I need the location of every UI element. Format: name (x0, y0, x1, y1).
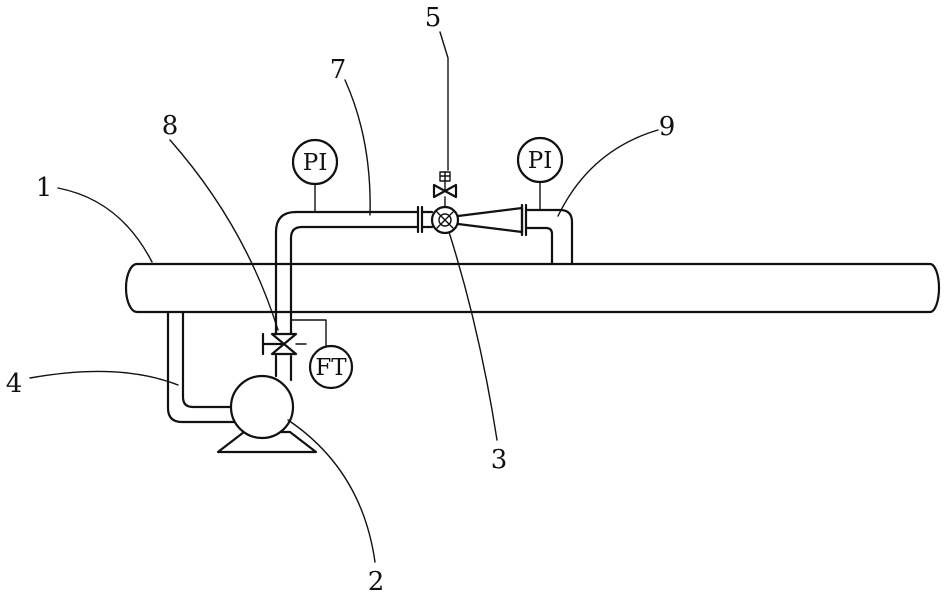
label-2: 2 (368, 567, 385, 595)
label-1: 1 (36, 173, 53, 203)
label-8: 8 (162, 111, 179, 141)
valve-8 (261, 319, 327, 356)
main-pipe (124, 262, 941, 314)
pressure-indicator-right-label: PI (528, 148, 553, 174)
pressure-indicator-right: PI (516, 136, 564, 211)
return-pipe (524, 208, 574, 266)
ejector (416, 203, 528, 237)
label-3: 3 (491, 445, 508, 475)
control-valve-5 (432, 171, 458, 208)
pressure-indicator-left: PI (291, 138, 339, 213)
discharge-riser (274, 210, 420, 336)
label-4: 4 (6, 369, 23, 399)
flow-transmitter-label: FT (315, 355, 347, 381)
leader-lines (29, 31, 659, 563)
pressure-indicator-left-label: PI (303, 150, 328, 176)
suction-line (166, 310, 240, 424)
label-5: 5 (425, 3, 442, 33)
label-7: 7 (330, 55, 347, 85)
label-9: 9 (659, 112, 676, 142)
flow-transmitter: FT (308, 344, 354, 390)
pump (216, 354, 318, 454)
